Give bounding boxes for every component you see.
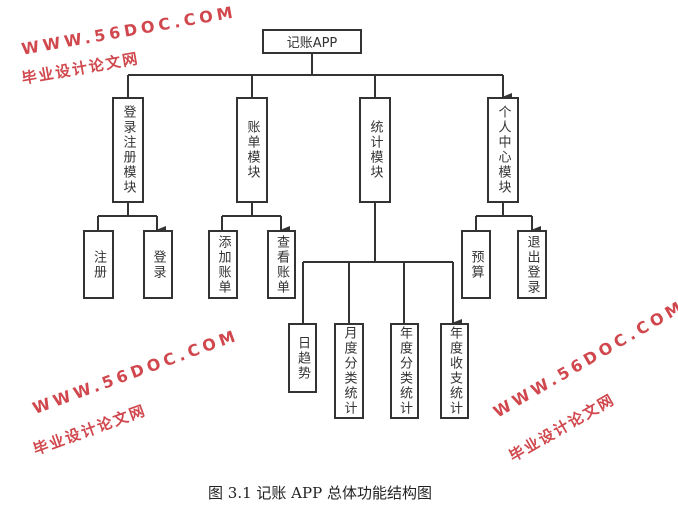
node-view-bill: 查看账单 [267,230,296,299]
module-label: 账单模块 [244,120,260,180]
module-statistics: 统计模块 [359,97,391,203]
node-label: 注册 [91,249,106,280]
node-monthly-category: 月度分类统计 [334,323,364,419]
module-label: 登录注册模块 [120,105,136,195]
node-yearly-category: 年度分类统计 [390,323,419,419]
node-label: 日趋势 [295,335,310,381]
figure-caption: 图 3.1 记账 APP 总体功能结构图 [208,484,432,502]
node-label: 登录 [150,249,166,280]
module-bill: 账单模块 [236,97,268,203]
node-yearly-income-expense: 年度收支统计 [440,323,469,419]
node-label: 年度收支统计 [447,326,462,416]
module-login-register: 登录注册模块 [112,97,144,203]
node-label: 退出登录 [524,234,540,295]
module-label: 个人中心模块 [495,105,511,195]
node-add-bill: 添加账单 [208,230,238,299]
node-budget: 预算 [461,230,491,299]
node-label: 预算 [468,249,484,280]
node-label: 年度分类统计 [397,326,412,416]
root-node: 记账APP [262,29,362,54]
node-logout: 退出登录 [517,230,547,299]
node-register: 注册 [83,230,114,299]
node-daily-trend: 日趋势 [288,323,317,393]
root-label: 记账APP [286,36,338,51]
node-label: 查看账单 [274,234,289,295]
module-label: 统计模块 [367,120,383,180]
module-personal-center: 个人中心模块 [487,97,519,203]
node-label: 添加账单 [215,234,231,295]
node-label: 月度分类统计 [341,326,357,416]
node-login: 登录 [143,230,173,299]
